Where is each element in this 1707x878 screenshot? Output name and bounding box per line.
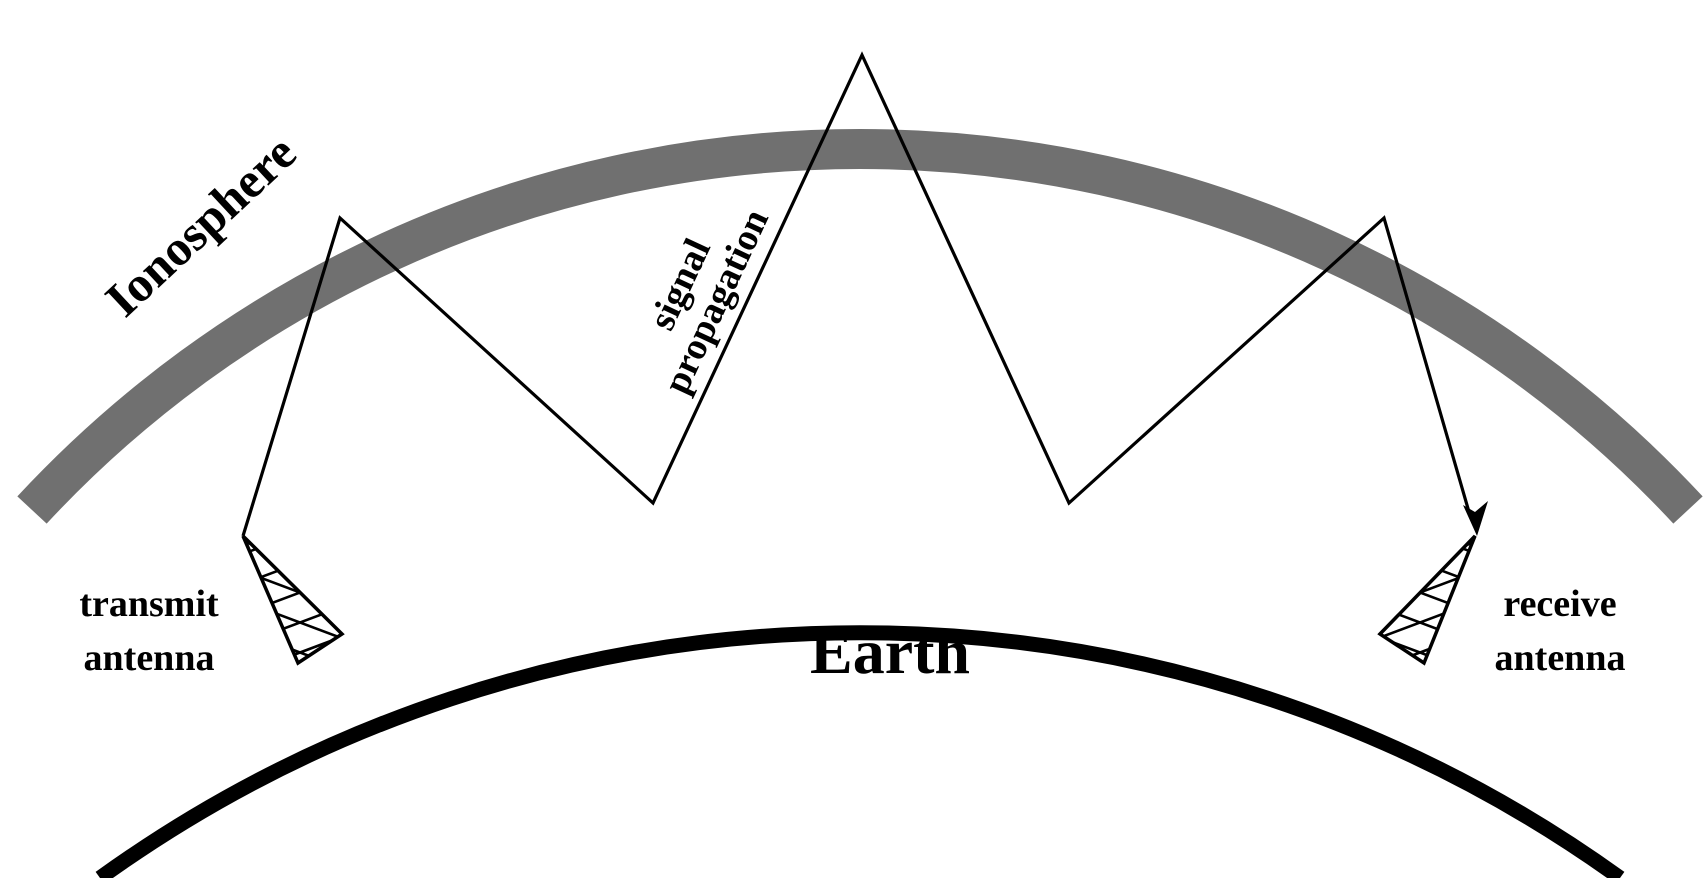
ionosphere-band bbox=[32, 149, 1688, 510]
receive-antenna-label-line2: antenna bbox=[1495, 637, 1626, 679]
receive-antenna-label-line1: receive bbox=[1503, 583, 1616, 625]
receive-antenna-icon bbox=[1360, 510, 1480, 675]
signal-propagation-label: signal propagation bbox=[619, 186, 777, 400]
transmit-antenna-label-line2: antenna bbox=[84, 637, 215, 679]
transmit-antenna-icon bbox=[240, 510, 360, 675]
signal-path bbox=[243, 55, 1469, 536]
transmit-antenna-label-line1: transmit bbox=[79, 583, 219, 625]
earth-label: Earth bbox=[810, 616, 970, 687]
